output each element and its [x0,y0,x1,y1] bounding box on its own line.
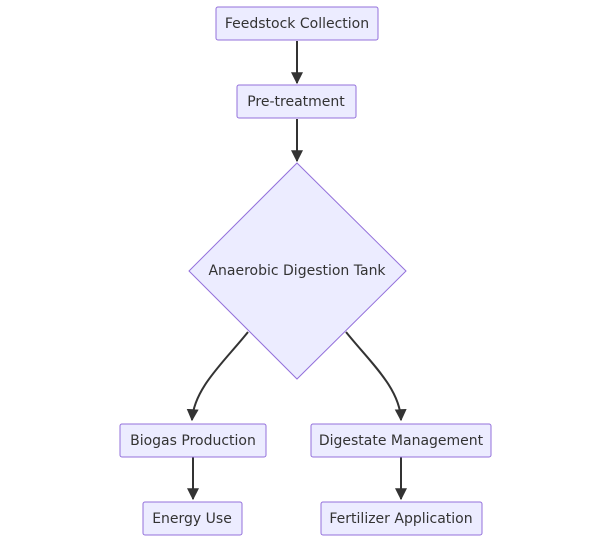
node-biogas-production: Biogas Production [119,423,267,458]
node-biogas-production-label: Biogas Production [130,433,256,449]
node-feedstock-collection: Feedstock Collection [215,6,379,41]
node-pre-treatment-label: Pre-treatment [247,94,345,110]
node-pre-treatment: Pre-treatment [236,84,357,119]
node-energy-use-label: Energy Use [152,511,232,527]
node-digestate-management-label: Digestate Management [319,433,484,449]
edges [186,41,407,501]
node-anaerobic-digestion-tank: Anaerobic Digestion Tank [188,162,407,380]
node-digestate-management: Digestate Management [310,423,492,458]
node-feedstock-collection-label: Feedstock Collection [225,16,369,32]
node-fertilizer-application: Fertilizer Application [320,501,483,536]
node-anaerobic-digestion-tank-label: Anaerobic Digestion Tank [208,263,386,279]
node-energy-use: Energy Use [142,501,243,536]
edge-digestion-to-digestate [345,331,407,422]
edge-digestion-to-biogas [186,331,249,422]
node-fertilizer-application-label: Fertilizer Application [329,511,472,527]
